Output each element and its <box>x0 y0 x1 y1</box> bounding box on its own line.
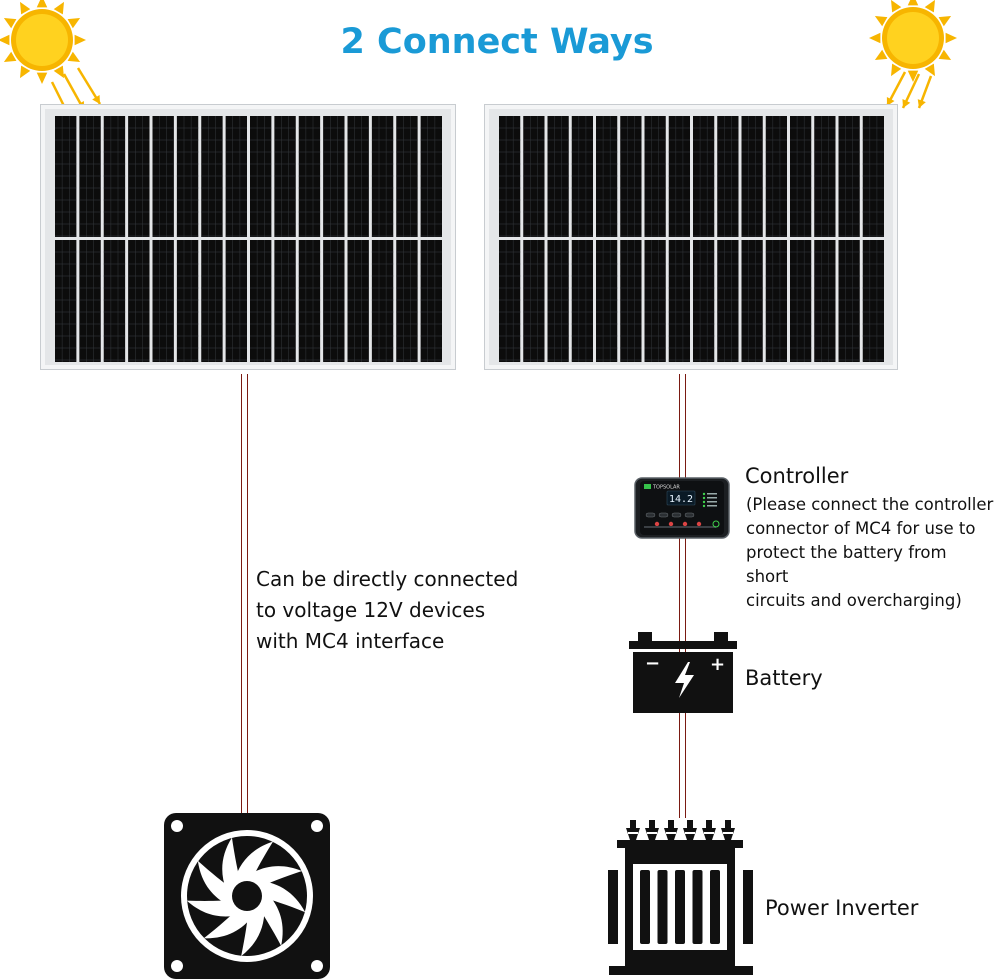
controller-display: 14.2 <box>669 494 693 505</box>
battery-label: Battery <box>745 666 823 690</box>
controller-title: Controller <box>745 464 849 488</box>
sun-ray-arrow-icon <box>76 67 102 105</box>
sun-icon <box>869 0 957 109</box>
controller-brand: TOPSOLAR <box>652 485 680 491</box>
right-solar-panel <box>484 104 898 370</box>
controller-note-line: (Please connect the controller <box>746 495 994 514</box>
left-cable <box>241 374 248 816</box>
sun-ray-arrow-icon <box>885 71 907 107</box>
controller-icon: TOPSOLAR 14.2 <box>634 477 730 539</box>
sun-ray-arrow-icon <box>901 73 921 109</box>
controller-note-line: connector of MC4 for use to <box>746 519 976 538</box>
battery-minus: − <box>645 653 660 674</box>
controller-note-line: circuits and overcharging) <box>746 591 962 610</box>
right-cable <box>679 374 686 818</box>
left-solar-panel <box>40 104 456 370</box>
controller-note-line: protect the battery from short <box>746 543 947 586</box>
battery-plus: + <box>710 654 725 675</box>
direct-connection-text: Can be directly connected to voltage 12V… <box>256 564 518 657</box>
page-title: 2 Connect Ways <box>340 22 654 62</box>
battery-icon: − + <box>629 632 737 713</box>
sun-icon <box>0 0 102 110</box>
direct-connection-line: with MC4 interface <box>256 629 445 653</box>
fan-icon <box>164 813 330 979</box>
power-inverter-icon <box>608 820 753 975</box>
direct-connection-line: Can be directly connected <box>256 567 519 591</box>
controller-note: (Please connect the controller connector… <box>746 493 994 613</box>
power-inverter-label: Power Inverter <box>765 896 919 920</box>
sun-ray-arrow-icon <box>917 75 933 109</box>
direct-connection-line: to voltage 12V devices <box>256 598 486 622</box>
